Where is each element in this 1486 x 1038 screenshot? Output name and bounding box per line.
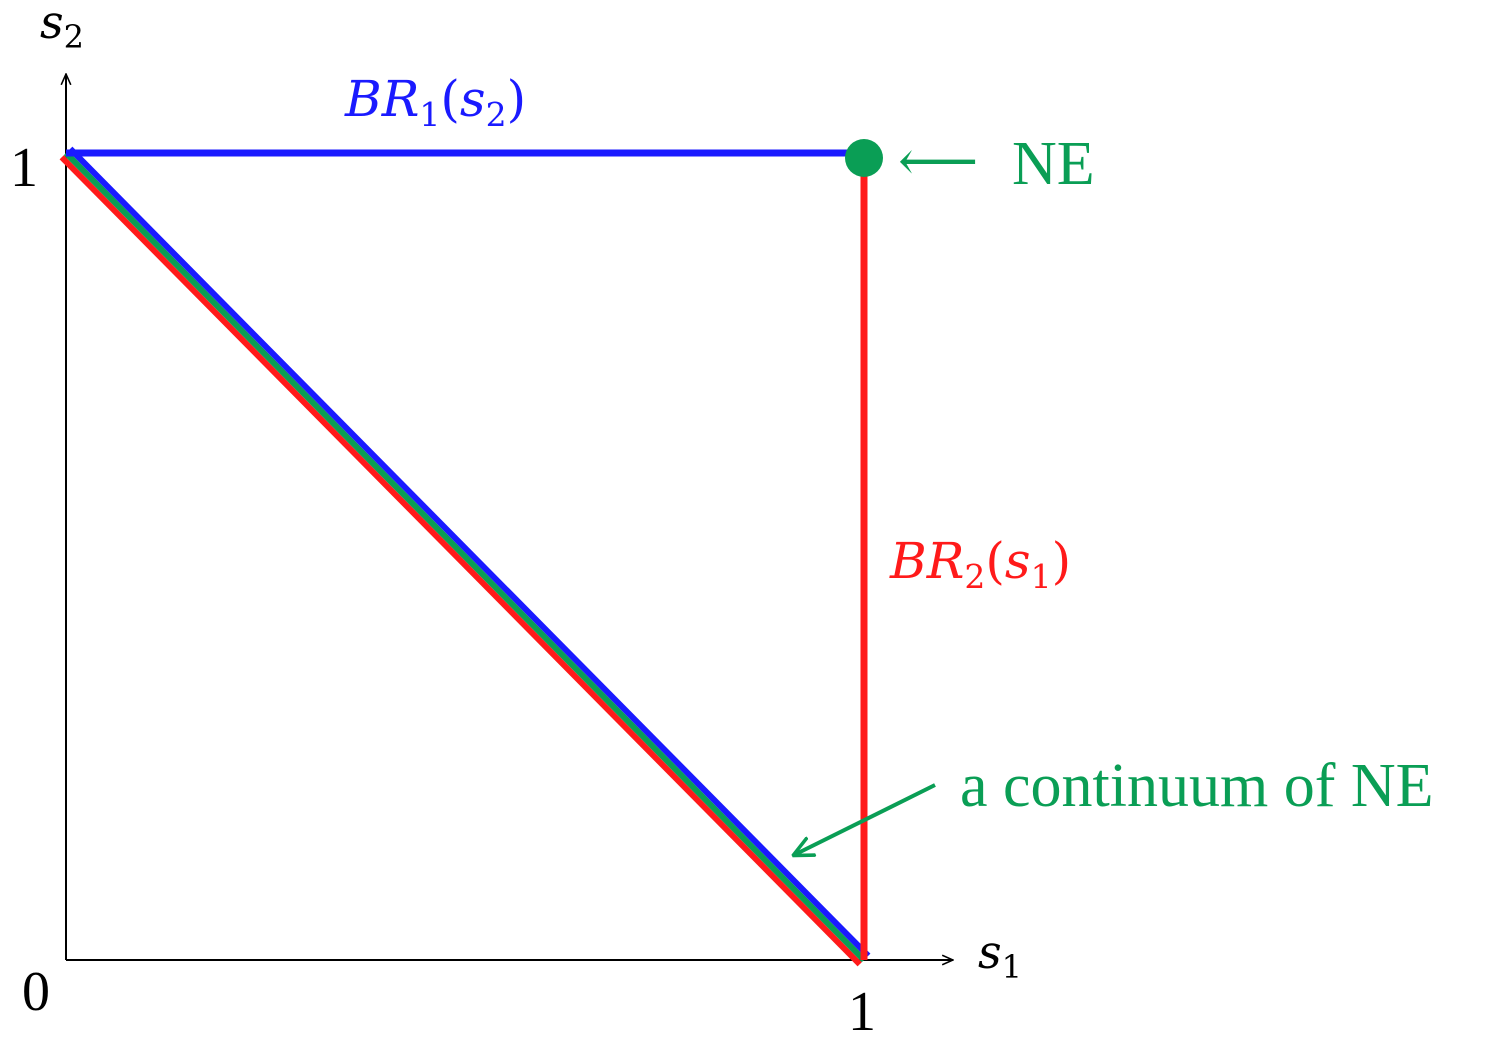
x-tick-label: 1 <box>848 981 876 1038</box>
y-axis-label: s2 <box>40 0 84 56</box>
br1-diagonal-segment <box>68 146 871 958</box>
br1-diagonal-line <box>68 146 871 958</box>
continuum-arrow <box>794 783 936 855</box>
continuum-diagonal-segment <box>63 150 867 963</box>
x-axis-label: s1 <box>978 925 1022 986</box>
y-tick-label: 1 <box>10 137 38 199</box>
origin-label: 0 <box>22 961 50 1023</box>
br2-diagonal-segment <box>59 155 862 967</box>
continuum-diagonal-line <box>63 150 867 963</box>
ne-point-marker <box>845 139 883 177</box>
ne-label: NE <box>1012 130 1095 198</box>
br1-label: BR1(s2) <box>344 70 526 134</box>
br2-diagonal-line <box>59 155 862 967</box>
continuum-label: a continuum of NE <box>960 752 1434 820</box>
br2-label: BR2(s1) <box>889 532 1071 596</box>
ne-arrow: ⟵ <box>898 129 978 194</box>
